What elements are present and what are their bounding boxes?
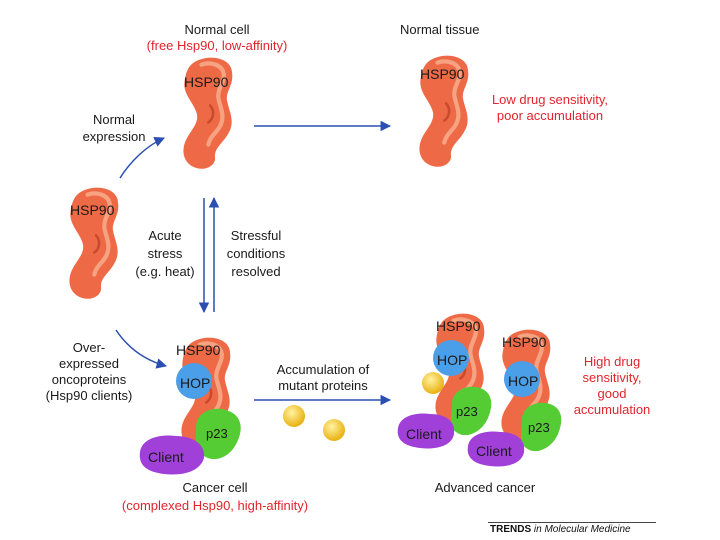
overexpressed-line2: expressed xyxy=(59,356,119,371)
stress-resolved-line3: resolved xyxy=(231,264,281,279)
label-client-cancer: Client xyxy=(148,449,184,465)
cancer-client xyxy=(139,435,205,475)
acute-stress-line3: (e.g. heat) xyxy=(135,264,195,279)
low-sensitivity-line1: Low drug sensitivity, xyxy=(491,92,609,107)
low-sensitivity-line2: poor accumulation xyxy=(496,108,604,123)
adv-p23-right xyxy=(521,402,562,452)
cancer-cell-subtitle: (complexed Hsp90, high-affinity) xyxy=(121,498,309,513)
adv-client-right xyxy=(467,431,525,467)
accumulation-line1: Accumulation of xyxy=(276,362,370,377)
label-client-adv-right: Client xyxy=(476,443,512,459)
label-hop-adv-right: HOP xyxy=(508,373,539,389)
adv-mutant-protein xyxy=(422,372,444,394)
high-sensitivity-line4: accumulation xyxy=(573,402,651,417)
label-p23-adv-right: p23 xyxy=(528,420,550,435)
normal-cell-title: Normal cell xyxy=(184,22,250,37)
high-sensitivity-line3: good xyxy=(597,386,627,401)
adv-hop-right xyxy=(504,361,540,397)
arrow-normal-expression xyxy=(119,137,165,179)
label-hop-cancer: HOP xyxy=(180,375,211,391)
journal-credit-rest: in Molecular Medicine xyxy=(531,524,631,535)
cancer-p23 xyxy=(195,408,241,460)
cancer-hop xyxy=(176,363,212,399)
cancer-cell-title: Cancer cell xyxy=(182,480,248,495)
acute-stress-line1: Acute xyxy=(148,228,182,243)
overexpressed-line1: Over- xyxy=(72,340,106,355)
normal-expression-line1: Normal xyxy=(93,112,135,127)
journal-credit: TRENDS in Molecular Medicine xyxy=(490,524,631,535)
label-p23-adv-left: p23 xyxy=(456,404,478,419)
normal-expression-line2: expression xyxy=(82,129,146,144)
overexpressed-line3: oncoproteins xyxy=(51,372,127,387)
label-hsp90-normal-cell: HSP90 xyxy=(184,74,229,90)
adv-hop-left xyxy=(433,340,469,376)
high-sensitivity-line2: sensitivity, xyxy=(582,370,642,385)
label-hsp90-adv-left: HSP90 xyxy=(436,318,481,334)
label-p23-cancer: p23 xyxy=(206,426,228,441)
label-hsp90-cancer: HSP90 xyxy=(176,342,221,358)
overexpressed-line4: (Hsp90 clients) xyxy=(45,388,133,403)
high-sensitivity-line1: High drug xyxy=(583,354,641,369)
acute-stress-line2: stress xyxy=(147,246,183,261)
stress-resolved-line1: Stressful xyxy=(230,228,282,243)
stress-resolved-line2: conditions xyxy=(226,246,286,261)
adv-p23-left xyxy=(451,386,492,436)
footer-rule xyxy=(488,522,656,523)
label-hsp90-adv-right: HSP90 xyxy=(502,334,547,350)
mutant-protein-2 xyxy=(323,419,345,441)
mutant-protein-1 xyxy=(283,405,305,427)
label-hsp90-normal-tissue: HSP90 xyxy=(420,66,465,82)
normal-tissue-title: Normal tissue xyxy=(400,22,480,37)
accumulation-line2: mutant proteins xyxy=(278,378,368,393)
arrow-overexpressed xyxy=(115,329,168,369)
label-hop-adv-left: HOP xyxy=(437,352,468,368)
adv-client-left xyxy=(397,413,455,449)
advanced-cancer-title: Advanced cancer xyxy=(434,480,536,495)
label-hsp90-free: HSP90 xyxy=(70,202,115,218)
normal-cell-subtitle: (free Hsp90, low-affinity) xyxy=(146,38,288,53)
journal-credit-trends: TRENDS xyxy=(490,524,532,535)
label-client-adv-left: Client xyxy=(406,426,442,442)
